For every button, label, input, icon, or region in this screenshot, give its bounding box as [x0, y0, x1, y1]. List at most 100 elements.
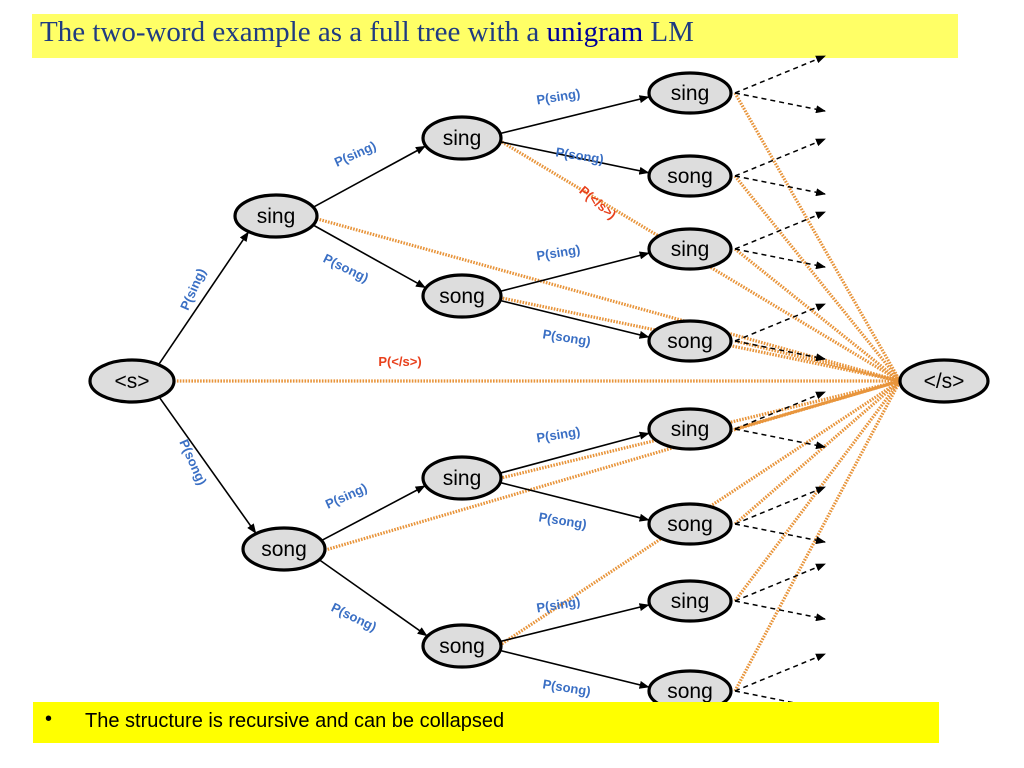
label-l1-0-sing: P(sing) [332, 138, 378, 170]
stub-up-1 [734, 138, 826, 177]
stub-down-0 [734, 92, 826, 114]
continuation-stubs [734, 55, 826, 712]
stub-up-6 [734, 563, 826, 602]
node-root-shape [88, 358, 176, 404]
edge-l2-0-sing [497, 95, 650, 136]
node-l2-0-sing-label: sing [443, 127, 482, 150]
node-l3-1-song-label: song [667, 165, 713, 188]
node-l1-1-song-shape [241, 526, 327, 572]
edge-root-song [157, 394, 257, 534]
node-l3-6-sing: sing [647, 579, 733, 623]
stub-up-5 [734, 486, 826, 525]
label-l2-0-song: P(song) [555, 144, 605, 166]
node-l3-2-sing-shape [647, 227, 733, 271]
bullet-dot: • [45, 708, 53, 730]
node-l3-7-song: song [647, 669, 733, 713]
node-l2-2-sing-shape [421, 455, 503, 501]
edge-l2-3-sing [497, 603, 650, 644]
end-edge-l3-0 [733, 92, 902, 382]
node-l3-1-song-shape [647, 154, 733, 198]
end-edge-l3-4 [734, 379, 901, 431]
label-l1-1-song: P(song) [329, 600, 379, 635]
stub-down-2 [734, 248, 826, 270]
node-l3-4-sing-shape [647, 407, 733, 451]
label-root-end: P(</s>) [378, 354, 421, 369]
title-highlight: unigram [546, 16, 644, 48]
title-bar: The two-word example as a full tree with… [32, 14, 958, 58]
edge-l2-0-song [497, 140, 650, 175]
node-end-shape [898, 358, 990, 404]
node-l3-6-sing-label: sing [671, 590, 710, 613]
stub-up-7 [734, 653, 826, 692]
node-l2-0-sing-shape [421, 115, 503, 161]
stub-up-3 [734, 303, 826, 342]
label-l1-0-song: P(song) [321, 251, 371, 286]
node-l2-3-song-shape [421, 623, 503, 669]
stub-up-4 [734, 391, 826, 430]
node-l2-3-song-label: song [439, 635, 485, 658]
label-l2-1-sing: P(sing) [535, 242, 581, 264]
node-l3-0-sing: sing [647, 71, 733, 115]
node-l2-1-song-label: song [439, 285, 485, 308]
node-l3-5-song-shape [647, 502, 733, 546]
stub-down-1 [734, 175, 826, 197]
node-l2-2-sing-label: sing [443, 467, 482, 490]
stub-down-3 [734, 340, 826, 362]
node-l3-0-sing-label: sing [671, 82, 710, 105]
edge-root-sing [156, 231, 249, 367]
label-l2-2-song: P(song) [538, 509, 588, 531]
node-end-label: </s> [924, 370, 965, 393]
label-l1-1-sing: P(sing) [323, 480, 369, 512]
end-edge-l3-7 [733, 380, 902, 692]
edge-l2-1-sing [496, 251, 650, 293]
node-l3-4-sing-label: sing [671, 418, 710, 441]
node-l3-6-sing-shape [647, 579, 733, 623]
edge-l1-0-sing [310, 145, 426, 210]
edge-l2-2-sing [496, 431, 650, 475]
node-l1-0-sing: sing [233, 193, 319, 239]
edge-l2-1-song [497, 298, 650, 339]
label-root-sing: P(sing) [177, 266, 209, 312]
node-root: <s> [88, 358, 176, 404]
edge-l1-1-sing [318, 485, 426, 543]
node-l3-2-sing: sing [647, 227, 733, 271]
stub-up-0 [734, 55, 826, 94]
node-end: </s> [898, 358, 990, 404]
bullet-bar: • The structure is recursive and can be … [33, 702, 939, 743]
node-root-label: <s> [114, 370, 149, 393]
end-edge-l3-2 [734, 247, 901, 383]
node-l3-0-sing-shape [647, 71, 733, 115]
slide-title: The two-word example as a full tree with… [40, 16, 694, 49]
node-l2-2-sing: sing [421, 455, 503, 501]
node-l1-1-song-label: song [261, 538, 307, 561]
node-l2-1-song: song [421, 273, 503, 319]
label-l2-0-sing: P(sing) [535, 86, 581, 108]
label-l2-3-sing: P(sing) [535, 594, 581, 616]
node-l1-1-song: song [241, 526, 327, 572]
node-l2-3-song: song [421, 623, 503, 669]
end-edge-l3-5 [733, 379, 902, 526]
node-l3-3-song-shape [647, 319, 733, 363]
edge-l1-1-song [316, 557, 428, 637]
node-l3-3-song: song [647, 319, 733, 363]
end-edge-l1-1 [321, 379, 901, 553]
label-l2-0-end: P(</s>) [576, 183, 619, 222]
end-edge-l3-1 [733, 174, 902, 383]
stub-down-6 [734, 600, 826, 622]
node-l2-1-song-shape [421, 273, 503, 319]
title-text-start: The two-word example as a full tree with… [40, 16, 547, 48]
stub-up-2 [734, 211, 826, 250]
tree-edges [156, 95, 650, 689]
edge-l2-2-song [496, 481, 650, 522]
bullet-text: The structure is recursive and can be co… [85, 710, 505, 732]
label-l2-1-song: P(song) [542, 326, 592, 348]
stub-down-5 [734, 523, 826, 545]
edge-l1-0-song [310, 222, 426, 289]
node-l3-2-sing-label: sing [671, 238, 710, 261]
node-l3-5-song: song [647, 502, 733, 546]
title-text-end: LM [643, 16, 694, 48]
edge-labels: P(sing) P(song) P(sing) P(song) P(sing) P(son… [176, 86, 619, 699]
edge-l2-3-song [497, 648, 650, 689]
stub-down-4 [734, 428, 826, 450]
